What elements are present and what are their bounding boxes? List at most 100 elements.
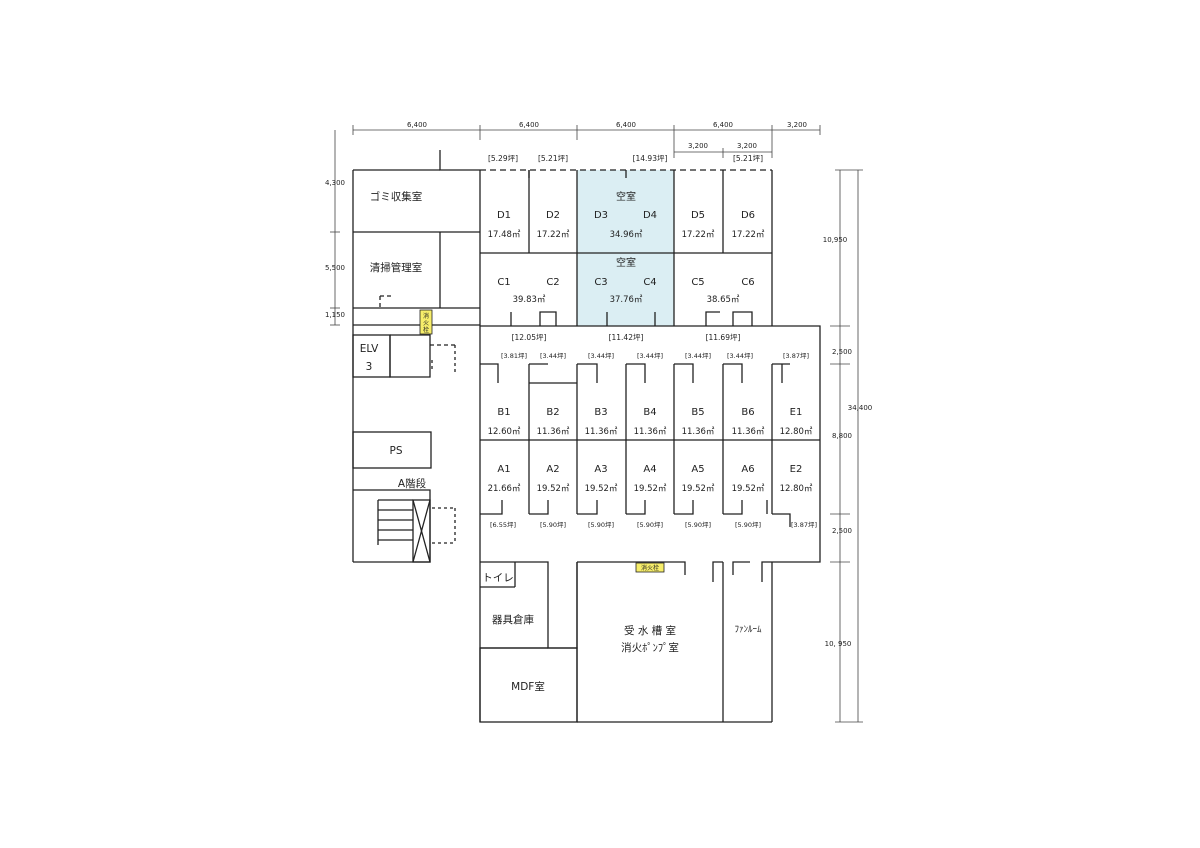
- tsubo-d1: [5.29坪]: [488, 154, 518, 163]
- hydrant-upper-char3: 栓: [423, 326, 429, 334]
- dim-right-bottom: 10, 950: [825, 640, 852, 648]
- room-ps: PS: [390, 445, 403, 457]
- tsubo-b5: [3.44坪]: [685, 352, 711, 360]
- unit-b5-id[interactable]: B5: [691, 407, 704, 418]
- tsubo-d2: [5.21坪]: [538, 154, 568, 163]
- unit-c56-area: 38.65㎡: [707, 295, 740, 305]
- room-garbage: ゴミ収集室: [370, 190, 423, 203]
- unit-a2-area: 19.52㎡: [537, 484, 570, 494]
- dim-ticks-right: [830, 169, 863, 723]
- stairs-flight: [412, 499, 431, 563]
- unit-c6-id[interactable]: C6: [741, 277, 754, 288]
- a-doors: [480, 500, 791, 527]
- dim-top-sub-1: 3,200: [688, 142, 708, 150]
- unit-d4-id[interactable]: D4: [643, 210, 657, 221]
- room-toilet: トイレ: [482, 572, 514, 584]
- stairs-steps: [377, 499, 413, 545]
- unit-d1-id[interactable]: D1: [497, 210, 511, 221]
- door: [732, 561, 750, 575]
- unit-c2-id[interactable]: C2: [546, 277, 559, 288]
- dim-right-3: 8,800: [832, 432, 852, 440]
- tsubo-a5: [5.90坪]: [685, 521, 711, 529]
- dim-top-5: 3,200: [787, 121, 807, 129]
- door: [761, 561, 772, 582]
- unit-b6-area: 11.36㎡: [732, 427, 765, 437]
- room-elv: ELV: [360, 343, 379, 355]
- unit-d5-id[interactable]: D5: [691, 210, 705, 221]
- unit-b2-id[interactable]: B2: [546, 407, 559, 418]
- unit-a6-area: 19.52㎡: [732, 484, 765, 494]
- tsubo-c34: [11.42坪]: [609, 333, 644, 342]
- unit-c34-area: 37.76㎡: [610, 295, 643, 305]
- unit-d3-id[interactable]: D3: [594, 210, 608, 221]
- unit-b4-area: 11.36㎡: [634, 427, 667, 437]
- dim-top-sub-2: 3,200: [737, 142, 757, 150]
- tsubo-b4: [3.44坪]: [637, 352, 663, 360]
- unit-d2-area: 17.22㎡: [537, 230, 570, 240]
- unit-b5-area: 11.36㎡: [682, 427, 715, 437]
- wall: [577, 561, 686, 575]
- room-fire-pump: 消火ﾎﾟﾝﾌﾟ室: [621, 641, 679, 654]
- unit-a1-area: 21.66㎡: [488, 484, 521, 494]
- unit-c3-id[interactable]: C3: [594, 277, 607, 288]
- unit-d34-area: 34.96㎡: [610, 230, 643, 240]
- wall-upper-left: [439, 150, 480, 171]
- tsubo-a6: [5.90坪]: [735, 521, 761, 529]
- unit-d5-area: 17.22㎡: [682, 230, 715, 240]
- vacant-c3-c4[interactable]: [577, 253, 674, 326]
- hydrant-lower: 消火栓: [635, 562, 665, 573]
- unit-c4-id[interactable]: C4: [643, 277, 656, 288]
- unit-c1-id[interactable]: C1: [497, 277, 510, 288]
- door: [539, 311, 557, 326]
- tsubo-d6: [5.21坪]: [733, 154, 763, 163]
- door: [732, 311, 753, 326]
- unit-a5-id[interactable]: A5: [691, 464, 704, 475]
- dim-left-1: 4,300: [325, 179, 345, 187]
- unit-b3-id[interactable]: B3: [594, 407, 607, 418]
- hydrant-upper-char1: 消: [423, 312, 429, 320]
- unit-d1-area: 17.48㎡: [488, 230, 521, 240]
- unit-c12-area: 39.83㎡: [513, 295, 546, 305]
- dim-ticks-top: [352, 125, 821, 158]
- unit-d2-id[interactable]: D2: [546, 210, 560, 221]
- door: [705, 311, 720, 326]
- unit-b1-id[interactable]: B1: [497, 407, 510, 418]
- tsubo-b6: [3.44坪]: [727, 352, 753, 360]
- tsubo-a1: [6.55坪]: [490, 521, 516, 529]
- unit-c5-id[interactable]: C5: [691, 277, 704, 288]
- unit-e2-area: 12.80㎡: [780, 484, 813, 494]
- b-doors: [480, 363, 790, 383]
- ps-box: [352, 431, 432, 469]
- unit-a5-area: 19.52㎡: [682, 484, 715, 494]
- dim-right-4: 2,500: [832, 527, 852, 535]
- unit-a2-id[interactable]: A2: [546, 464, 559, 475]
- vacant-d3-d4[interactable]: [577, 170, 674, 253]
- room-stairs: A階段: [398, 477, 427, 490]
- hydrant-upper: 消 火 栓: [419, 309, 433, 335]
- tsubo-e1: [3.87坪]: [783, 352, 809, 360]
- tsubo-b2: [3.44坪]: [540, 352, 566, 360]
- unit-e1-id[interactable]: E1: [790, 407, 803, 418]
- dim-right-total: 34,400: [848, 404, 873, 412]
- unit-a6-id[interactable]: A6: [741, 464, 754, 475]
- dim-right-2: 2,500: [832, 348, 852, 356]
- hydrant-upper-char2: 火: [423, 320, 429, 327]
- dim-top-4: 6,400: [713, 121, 733, 129]
- elv-shaft: [389, 334, 431, 378]
- room-water-tank: 受 水 槽 室: [624, 624, 676, 637]
- unit-a4-id[interactable]: A4: [643, 464, 656, 475]
- unit-a4-area: 19.52㎡: [634, 484, 667, 494]
- dim-top-2: 6,400: [519, 121, 539, 129]
- room-elv-number: 3: [366, 361, 373, 373]
- unit-a1-id[interactable]: A1: [497, 464, 510, 475]
- unit-e2-id[interactable]: E2: [790, 464, 803, 475]
- unit-d6-id[interactable]: D6: [741, 210, 755, 221]
- room-storage: 器具倉庫: [492, 613, 534, 626]
- tsubo-c56: [11.69坪]: [706, 333, 741, 342]
- unit-d6-area: 17.22㎡: [732, 230, 765, 240]
- unit-b6-id[interactable]: B6: [741, 407, 754, 418]
- unit-b4-id[interactable]: B4: [643, 407, 656, 418]
- unit-a3-id[interactable]: A3: [594, 464, 607, 475]
- vacant-label-c: 空室: [616, 256, 636, 269]
